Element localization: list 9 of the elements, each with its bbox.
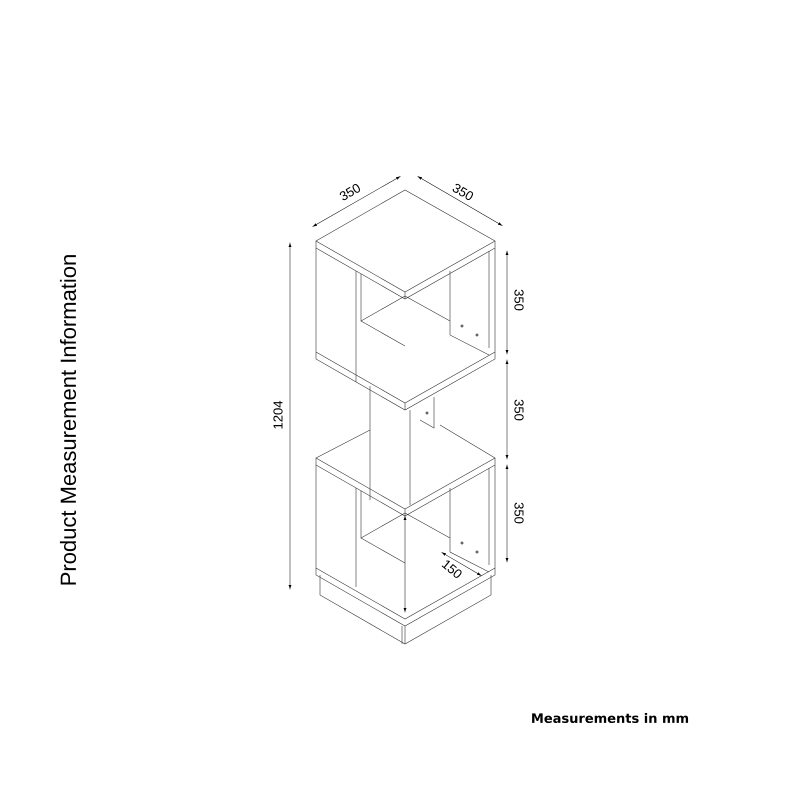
footnote: Measurements in mm <box>532 712 688 724</box>
dimension-label: 1204 <box>273 400 283 428</box>
dimension-label: 350 <box>452 184 474 200</box>
dimension-label: 350 <box>514 400 524 420</box>
dimension-label: 350 <box>514 502 524 524</box>
vertical-heading: Product Measurement Information <box>60 255 76 584</box>
dimension-label: 350 <box>514 290 524 310</box>
dimension-label: 150 <box>442 560 462 578</box>
dimension-label: 350 <box>340 184 360 200</box>
